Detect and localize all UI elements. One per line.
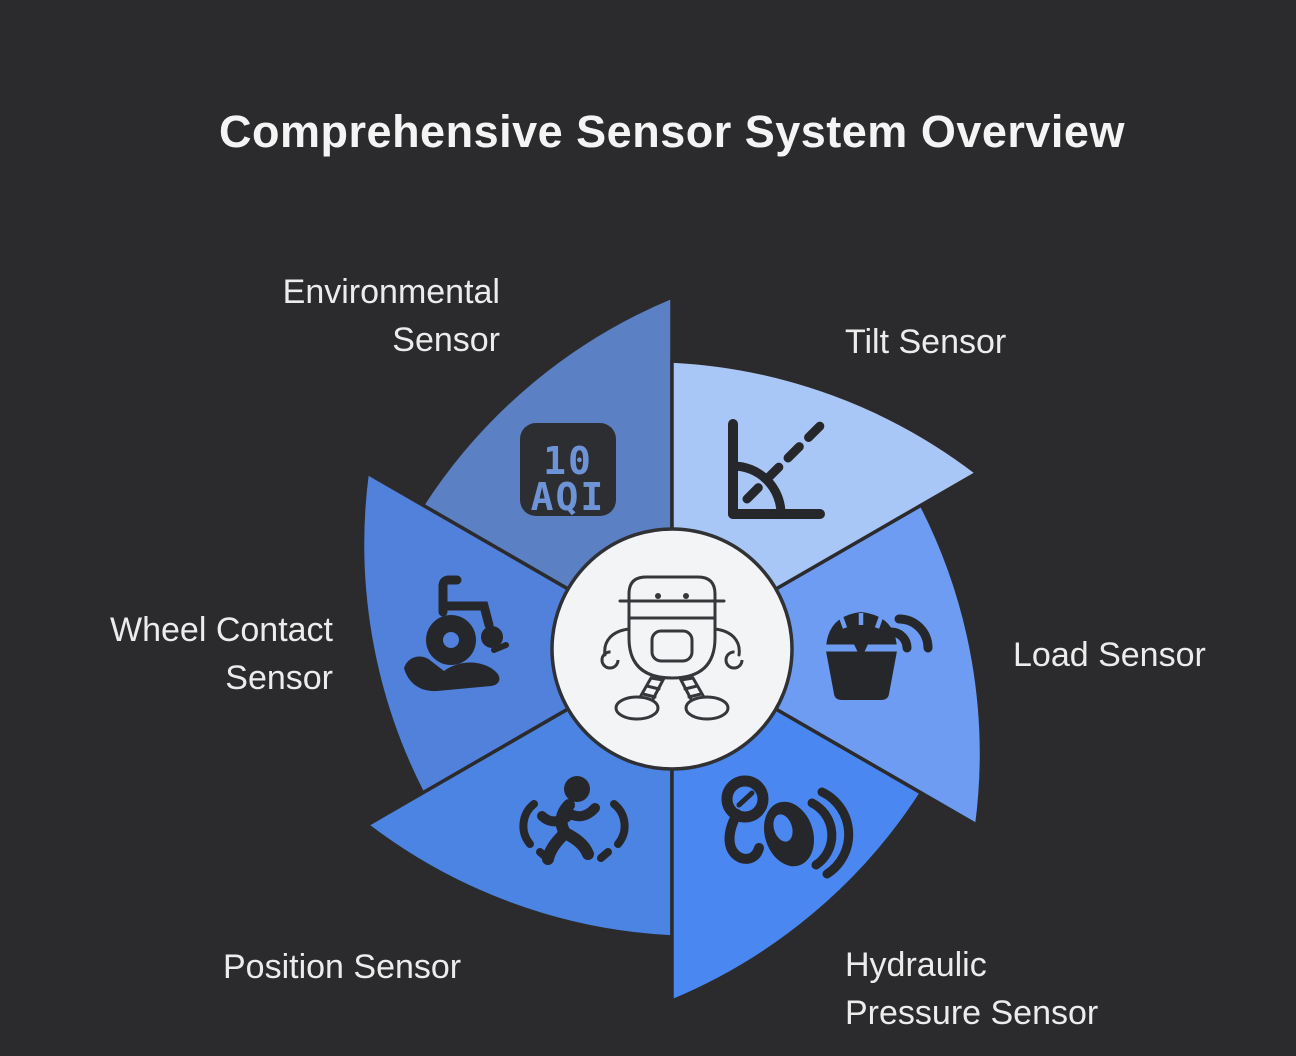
tilt-angle-icon <box>728 419 825 519</box>
hub <box>550 527 794 771</box>
label-line: Sensor <box>392 321 500 359</box>
page-title: Comprehensive Sensor System Overview <box>219 106 1125 157</box>
label-hydraulic-pressure-sensor: Hydraulic Pressure Sensor <box>845 941 1098 1037</box>
label-line: Hydraulic <box>845 946 987 984</box>
pressure-gauge-coil-icon <box>721 775 854 879</box>
air-quality-badge-icon: 10 AQI <box>520 423 616 519</box>
label-line: Load Sensor <box>1013 636 1206 674</box>
label-position-sensor: Position Sensor <box>223 943 461 991</box>
label-line: Tilt Sensor <box>845 323 1007 361</box>
aqi-badge-unit: AQI <box>531 475 606 519</box>
wheelchair-hand-icon <box>404 575 509 692</box>
label-tilt-sensor: Tilt Sensor <box>845 318 1006 366</box>
label-line: Pressure Sensor <box>845 994 1099 1032</box>
label-environmental-sensor: Environmental Sensor <box>283 268 500 364</box>
label-line: Sensor <box>225 659 333 697</box>
weighing-scale-wireless-icon <box>826 612 933 700</box>
label-line: Environmental <box>282 273 500 311</box>
segment-load-blade <box>668 502 984 828</box>
label-wheel-contact-sensor: Wheel Contact Sensor <box>110 606 333 702</box>
robot-icon <box>600 575 744 721</box>
aqi-badge-box <box>520 423 616 516</box>
aqi-badge-value: 10 <box>543 439 593 483</box>
label-line: Wheel Contact <box>110 611 333 649</box>
segment-wheel-contact-blade <box>360 470 676 796</box>
label-load-sensor: Load Sensor <box>1013 631 1206 679</box>
label-line: Position Sensor <box>223 948 462 986</box>
running-person-icon <box>519 776 629 865</box>
